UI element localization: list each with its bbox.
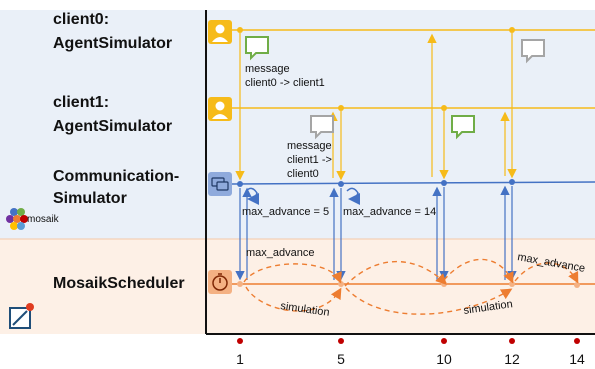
bottom-region — [0, 239, 595, 334]
lane-communication-line2: Simulator — [53, 190, 127, 207]
lane-client1-line2: AgentSimulator — [53, 118, 172, 135]
client0-event-1 — [237, 27, 243, 33]
sched-event-5 — [338, 281, 344, 287]
max-advance-arc-1 — [243, 263, 342, 284]
lane-scheduler: MosaikScheduler — [53, 275, 185, 292]
lane-client0-line1: client0: — [53, 11, 109, 28]
comm-event-1 — [237, 181, 243, 187]
mosaik-logo: mosaik — [6, 208, 60, 230]
msg2-line2: client1 -> — [287, 154, 332, 166]
tick-label-10: 10 — [436, 351, 452, 367]
sched-event-12 — [509, 281, 515, 287]
simulation-arc-4 — [443, 258, 514, 284]
simulation-arc-2 — [344, 260, 447, 287]
comm-event-10 — [441, 180, 447, 186]
app-icon — [9, 303, 34, 329]
advance-curl-icon-2 — [346, 187, 361, 205]
sched-event-1 — [237, 281, 243, 287]
tick-marker-1 — [237, 338, 243, 344]
communication-timeline — [231, 181, 595, 185]
msg2-line1: message — [287, 140, 332, 152]
curve-max-advance-label-1: max_advance — [246, 247, 315, 259]
scheduler-timer-icon — [208, 270, 232, 294]
message-bubble-green-icon-1 — [245, 36, 269, 61]
tick-marker-10 — [441, 338, 447, 344]
tick-label-12: 12 — [504, 351, 520, 367]
advance-curl-icon-1 — [245, 187, 260, 205]
max-advance-label-1: max_advance = 5 — [242, 206, 329, 218]
client0-event-12 — [509, 27, 515, 33]
comm-event-5 — [338, 181, 344, 187]
msg1-line2: client0 -> client1 — [245, 77, 325, 89]
simulation-arc-1 — [245, 286, 342, 312]
lane-client0-line2: AgentSimulator — [53, 35, 172, 52]
tick-label-14: 14 — [569, 351, 585, 367]
tick-marker-12 — [509, 338, 515, 344]
tick-marker-14 — [574, 338, 580, 344]
simulation-arc-3 — [345, 287, 513, 315]
message-bubble-gray-icon-1 — [310, 115, 334, 140]
sched-event-14 — [574, 282, 580, 288]
comm-event-12 — [509, 179, 515, 185]
message-bubble-green-icon-2 — [451, 115, 475, 140]
mosaik-logo-text: mosaik — [27, 214, 60, 225]
top-region — [0, 10, 595, 239]
max-advance-arc-2 — [514, 262, 579, 284]
client0-user-icon — [208, 20, 232, 44]
lane-communication-line1: Communication- — [53, 168, 179, 185]
client1-user-icon — [208, 97, 232, 121]
msg2-line3: client0 — [287, 168, 319, 180]
tick-marker-5 — [338, 338, 344, 344]
lane-client1-line1: client1: — [53, 94, 109, 111]
client1-event-10 — [441, 105, 447, 111]
communication-chat-icon — [208, 172, 232, 196]
tick-label-1: 1 — [236, 351, 244, 367]
msg1-line1: message — [245, 63, 290, 75]
tick-group: 1 5 10 12 14 — [236, 338, 585, 367]
client1-event-5 — [338, 105, 344, 111]
message-bubble-gray-icon-2 — [521, 39, 545, 64]
max-advance-label-2: max_advance = 14 — [343, 206, 436, 218]
tick-label-5: 5 — [337, 351, 345, 367]
